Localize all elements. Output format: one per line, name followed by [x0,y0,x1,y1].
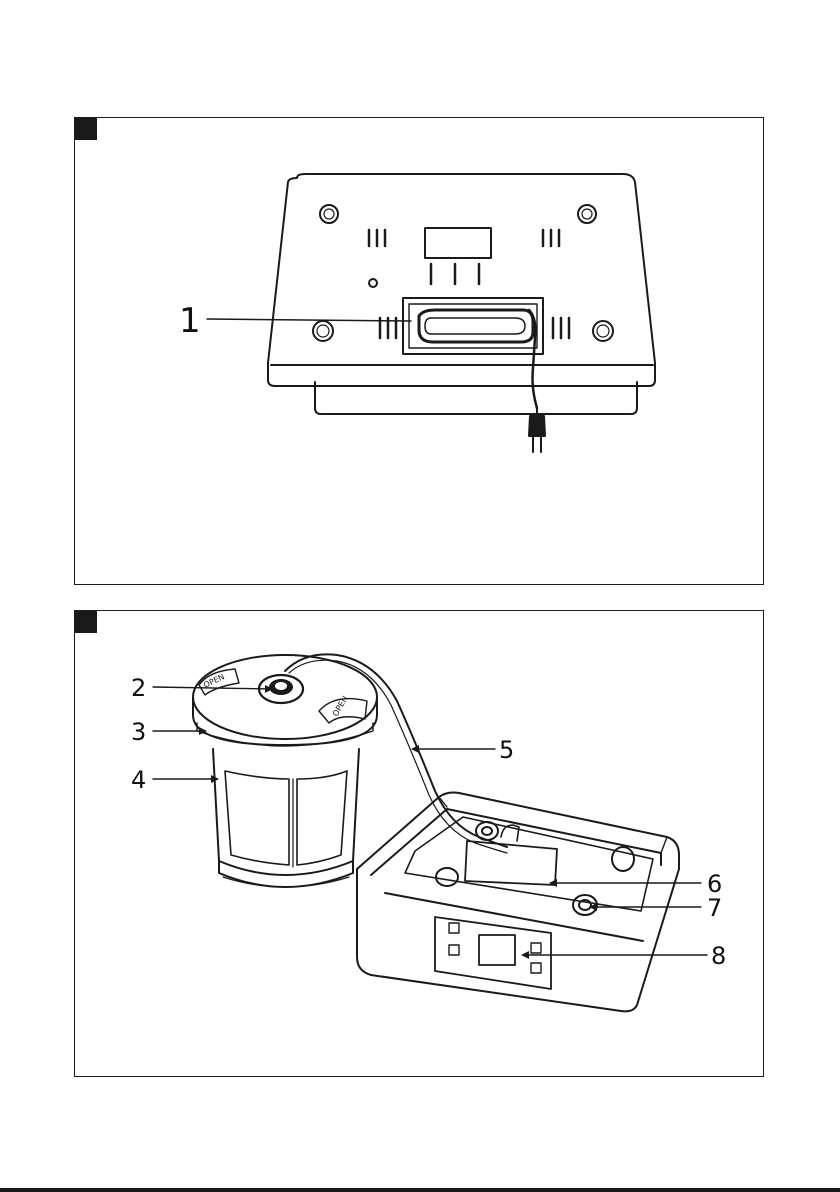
button-start [531,963,541,973]
station-top-edge [439,797,667,853]
button-power [449,923,459,933]
callout-2: 2 [131,674,146,702]
hose-holder-plate [465,841,557,885]
station-outline [357,793,679,1012]
page-bottom-edge [0,1188,840,1192]
roller-1 [476,822,498,840]
stored-cable-loop [419,310,533,342]
power-plug [529,416,545,436]
display-window [479,935,515,965]
callout-7: 7 [707,894,722,922]
button-minus [449,945,459,955]
foot-top-right [578,205,596,223]
vacuum-station [357,793,679,1012]
foot-bottom-left [313,321,333,341]
callout-1: 1 [179,301,201,341]
container-and-station-drawing: OPEN OPEN 2 3 4 5 6 7 8 [75,611,765,1078]
vent-slots-bottom-right [553,318,569,338]
vacuum-hose [285,654,507,847]
screw-hole [369,279,377,287]
roller-3 [436,868,458,886]
leader-arrowheads [199,685,597,959]
cable-storage-recess [403,298,543,354]
foot-top-left [320,205,338,223]
figure-panel-1: 1 [74,117,764,585]
canister-lid [193,655,377,739]
figure-panel-2: OPEN OPEN 2 3 4 5 6 7 8 [74,610,764,1077]
vent-slots-right [543,230,559,246]
callout-3: 3 [131,718,146,746]
roller-2 [612,847,634,871]
vent-slots-left [369,230,385,246]
rating-label [425,228,491,258]
callout-4: 4 [131,766,146,794]
callout-5: 5 [499,736,514,764]
vacuum-canister [193,655,377,887]
canister-window-right [297,771,347,865]
button-mode [531,943,541,953]
lid-open-labels: OPEN OPEN [202,672,350,718]
base-underside-drawing: 1 [75,118,765,586]
station-cradle [405,817,653,911]
leader-line-2 [153,687,271,689]
lid-label-right: OPEN [331,694,350,718]
callout-8: 8 [711,942,726,970]
vent-slots-center [431,264,479,284]
canister-window-left [225,771,289,865]
foot-bottom-right [593,321,613,341]
